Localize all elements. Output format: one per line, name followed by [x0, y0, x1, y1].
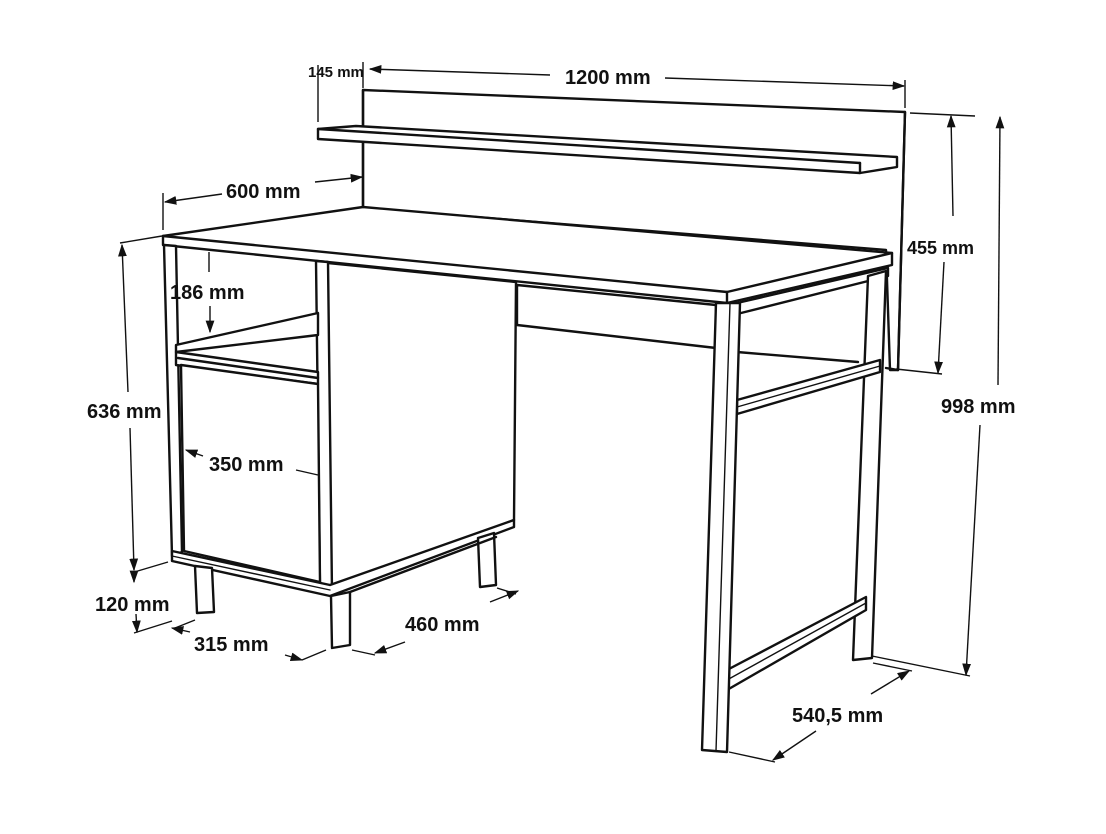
- label-desk-depth: 600 mm: [226, 181, 301, 203]
- hutch-shelf: [316, 124, 899, 175]
- label-cabinet-height: 636 mm: [87, 401, 162, 423]
- label-door-height: 350 mm: [209, 454, 284, 476]
- label-leg-height: 120 mm: [95, 594, 170, 616]
- right-leg-frame: [515, 266, 890, 754]
- side-cabinet: [162, 243, 518, 650]
- label-hutch-height: 455 mm: [907, 238, 974, 258]
- label-total-height: 998 mm: [941, 396, 1016, 418]
- dimension-lines: [118, 62, 1005, 763]
- label-frame-depth: 540,5 mm: [792, 705, 883, 727]
- label-open-shelf-height: 186 mm: [170, 282, 245, 304]
- label-total-width: 1200 mm: [565, 67, 651, 89]
- label-cabinet-width: 315 mm: [194, 634, 269, 656]
- desktop: [161, 205, 894, 305]
- label-cabinet-depth: 460 mm: [405, 614, 480, 636]
- label-shelf-depth: 145 mm: [308, 64, 364, 81]
